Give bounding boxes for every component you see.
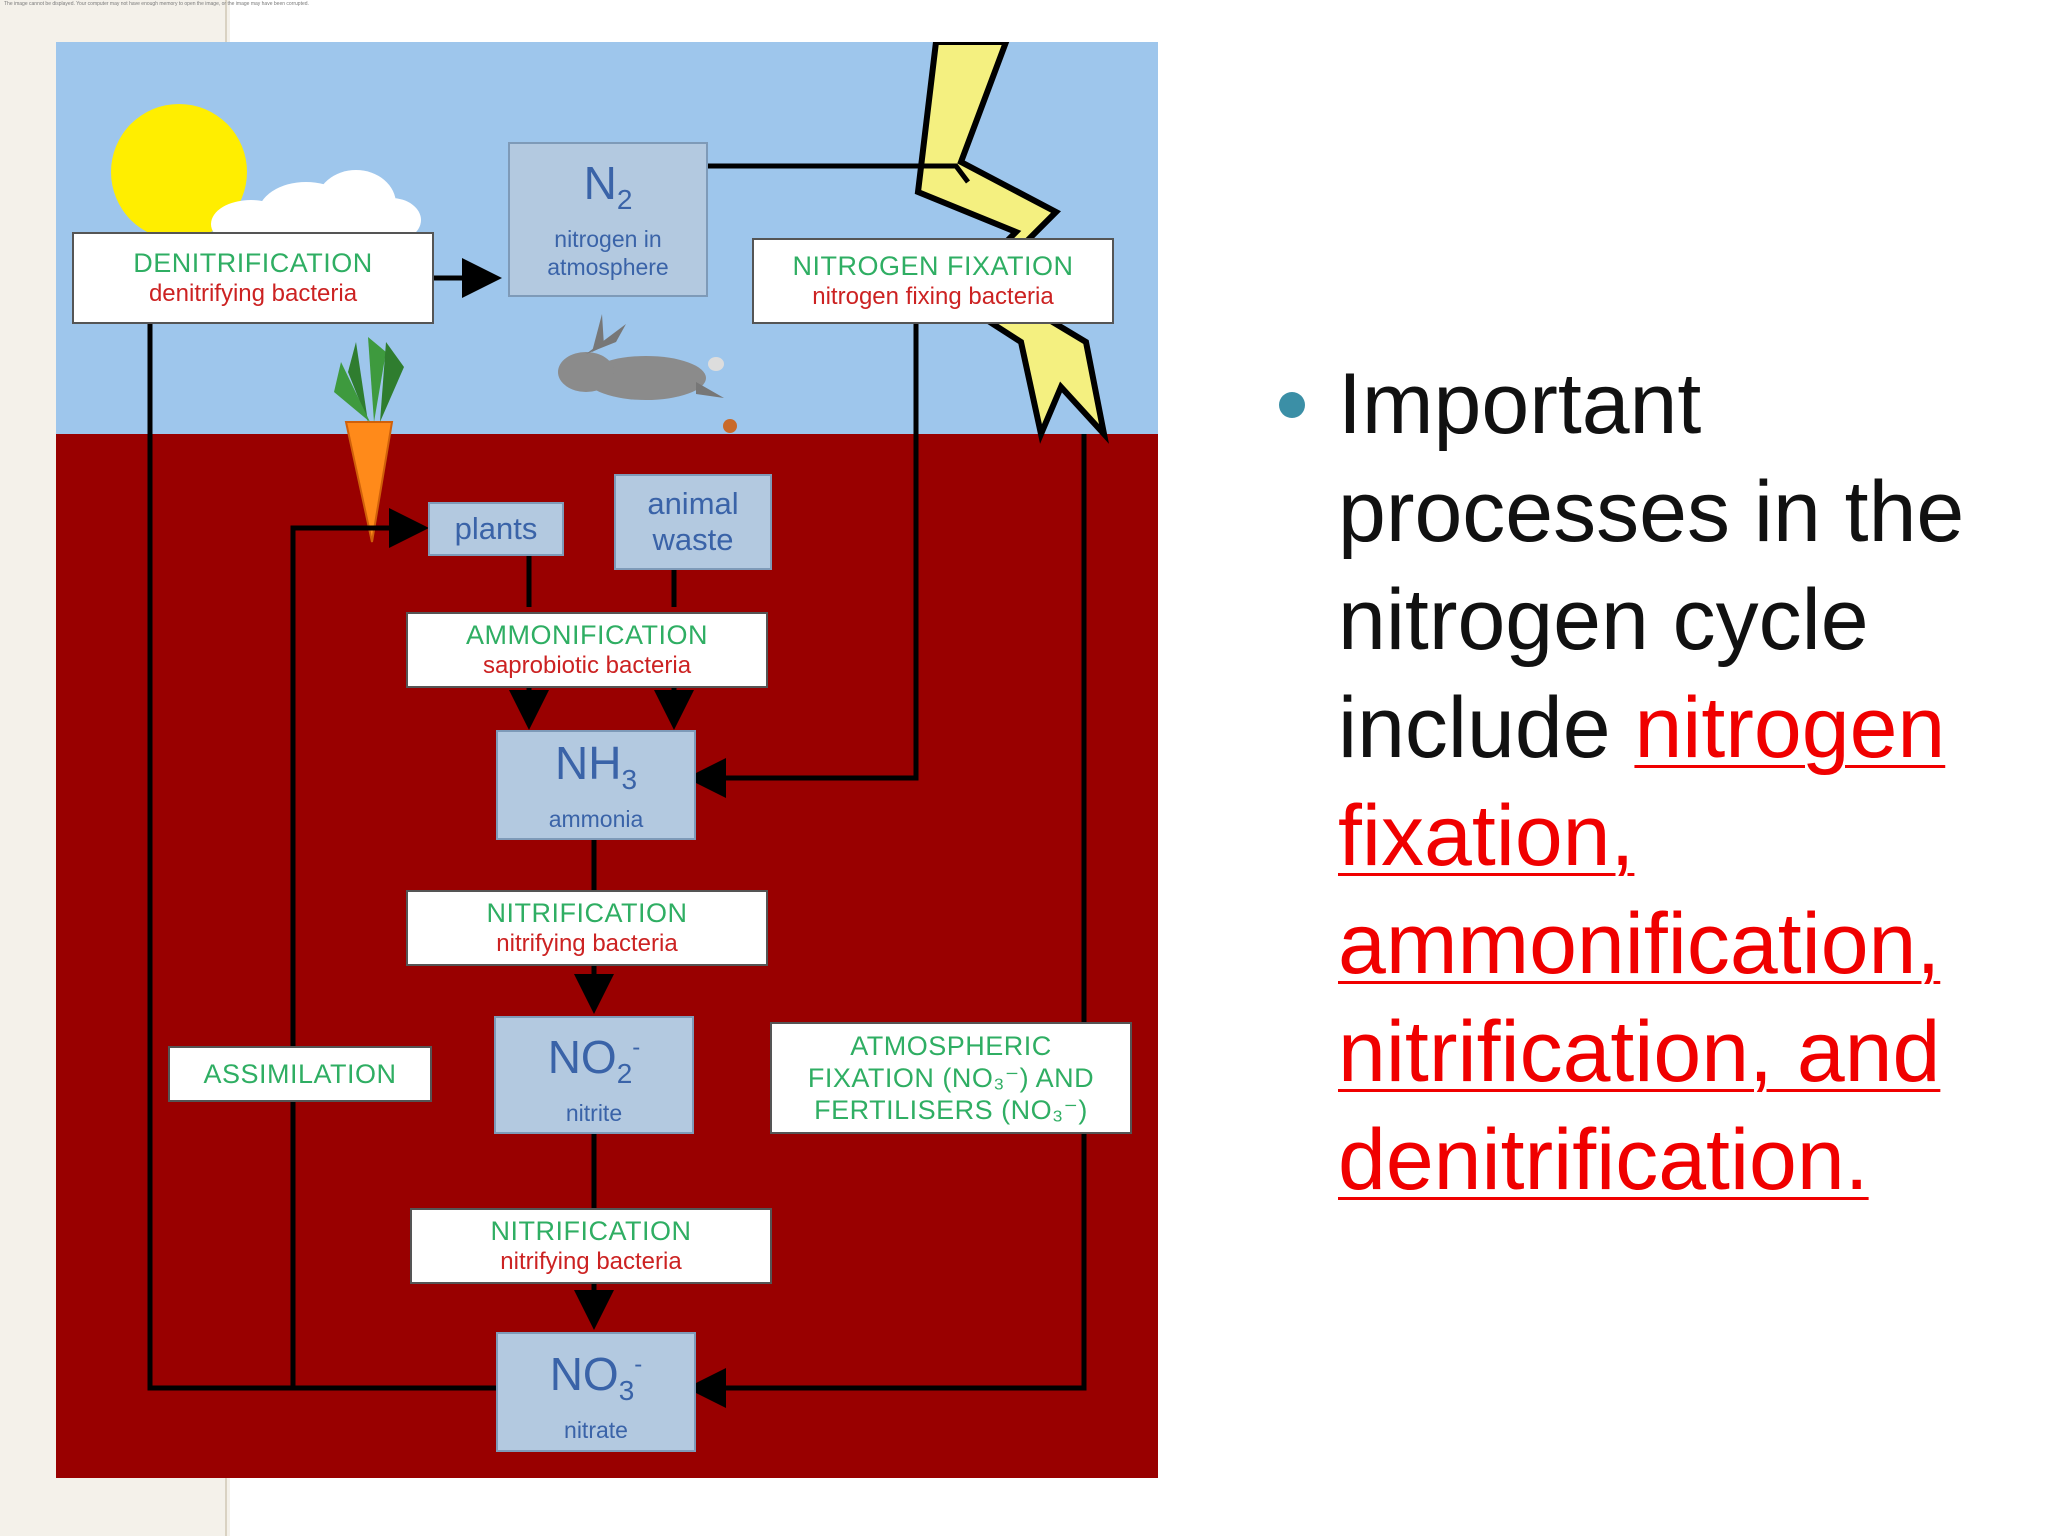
nitrification-1-process: NITRIFICATION (486, 898, 688, 928)
animal-dropping-icon (723, 419, 737, 433)
arrow-n2-to-lightning (708, 163, 970, 184)
nitrification-1-agent: nitrifying bacteria (496, 930, 678, 957)
plants-box: plants (428, 502, 564, 556)
ammonification-process: AMMONIFICATION (466, 620, 708, 650)
nh3-box: NH3 ammonia (496, 730, 696, 840)
no3-formula: NO3- (549, 1348, 643, 1406)
n2-formula: N2 (583, 157, 633, 215)
arrow-lightning-to-no3 (686, 434, 1087, 1408)
nh3-formula: NH3 (554, 736, 638, 795)
atmospheric-line-3: FERTILISERS (NO₃⁻) (814, 1095, 1088, 1125)
bullet-text: Important processes in the nitrogen cycl… (1338, 350, 1998, 1214)
nitrogen-fixation-agent: nitrogen fixing bacteria (812, 283, 1054, 310)
rabbit-icon (558, 314, 724, 400)
animal-waste-label: animal waste (647, 486, 739, 557)
no3-name: nitrate (564, 1417, 628, 1443)
nh3-name: ammonia (548, 805, 644, 832)
sun-icon (111, 104, 247, 240)
arrow-fixation-to-nh3 (686, 324, 919, 798)
atmospheric-fixation-box: ATMOSPHERIC FIXATION (NO₃⁻) AND FERTILIS… (770, 1022, 1132, 1134)
nitrification-box-2: NITRIFICATION nitrifying bacteria (410, 1208, 772, 1284)
nitrification-2-process: NITRIFICATION (490, 1216, 692, 1246)
diagram-canvas (56, 42, 1158, 1478)
nitrification-2-agent: nitrifying bacteria (500, 1248, 682, 1275)
cloud-icon (211, 170, 421, 248)
animal-waste-box: animal waste (614, 474, 772, 570)
nitrification-box-1: NITRIFICATION nitrifying bacteria (406, 890, 768, 966)
no3-box: NO3- nitrate (496, 1332, 696, 1452)
plants-label: plants (454, 511, 538, 546)
nitrogen-fixation-box: NITROGEN FIXATION nitrogen fixing bacter… (752, 238, 1114, 324)
arrow-no3-assimilation-to-plants (290, 508, 496, 1391)
nitrogen-fixation-process: NITROGEN FIXATION (792, 251, 1074, 281)
nitrogen-cycle-diagram: N2 nitrogen in atmosphere DENITRIFICATIO… (56, 42, 1158, 1478)
bullet-prefix: Important processes in the nitrogen cycl… (1338, 356, 1965, 776)
n2-name: nitrogen in atmosphere (547, 226, 669, 280)
denitrification-agent: denitrifying bacteria (148, 280, 358, 307)
no2-box: NO2- nitrite (494, 1016, 694, 1134)
bullet-dot-icon (1279, 392, 1305, 418)
carrot-icon (334, 337, 404, 543)
no2-name: nitrite (565, 1100, 623, 1126)
n2-box: N2 nitrogen in atmosphere (508, 142, 708, 297)
denitrification-box: DENITRIFICATION denitrifying bacteria (72, 232, 434, 324)
assimilation-process: ASSIMILATION (203, 1059, 397, 1089)
denitrification-process: DENITRIFICATION (133, 248, 373, 278)
image-error-caption: The image cannot be displayed. Your comp… (4, 1, 309, 7)
atmospheric-line-1: ATMOSPHERIC (850, 1031, 1052, 1061)
bullet-highlight: nitrogen fixation, ammonification, nitri… (1338, 680, 1946, 1208)
no2-formula: NO2- (547, 1031, 641, 1089)
atmospheric-line-2: FIXATION (NO₃⁻) AND (807, 1063, 1095, 1093)
assimilation-box: ASSIMILATION (168, 1046, 432, 1102)
ammonification-box: AMMONIFICATION saprobiotic bacteria (406, 612, 768, 688)
ammonification-agent: saprobiotic bacteria (482, 652, 692, 679)
